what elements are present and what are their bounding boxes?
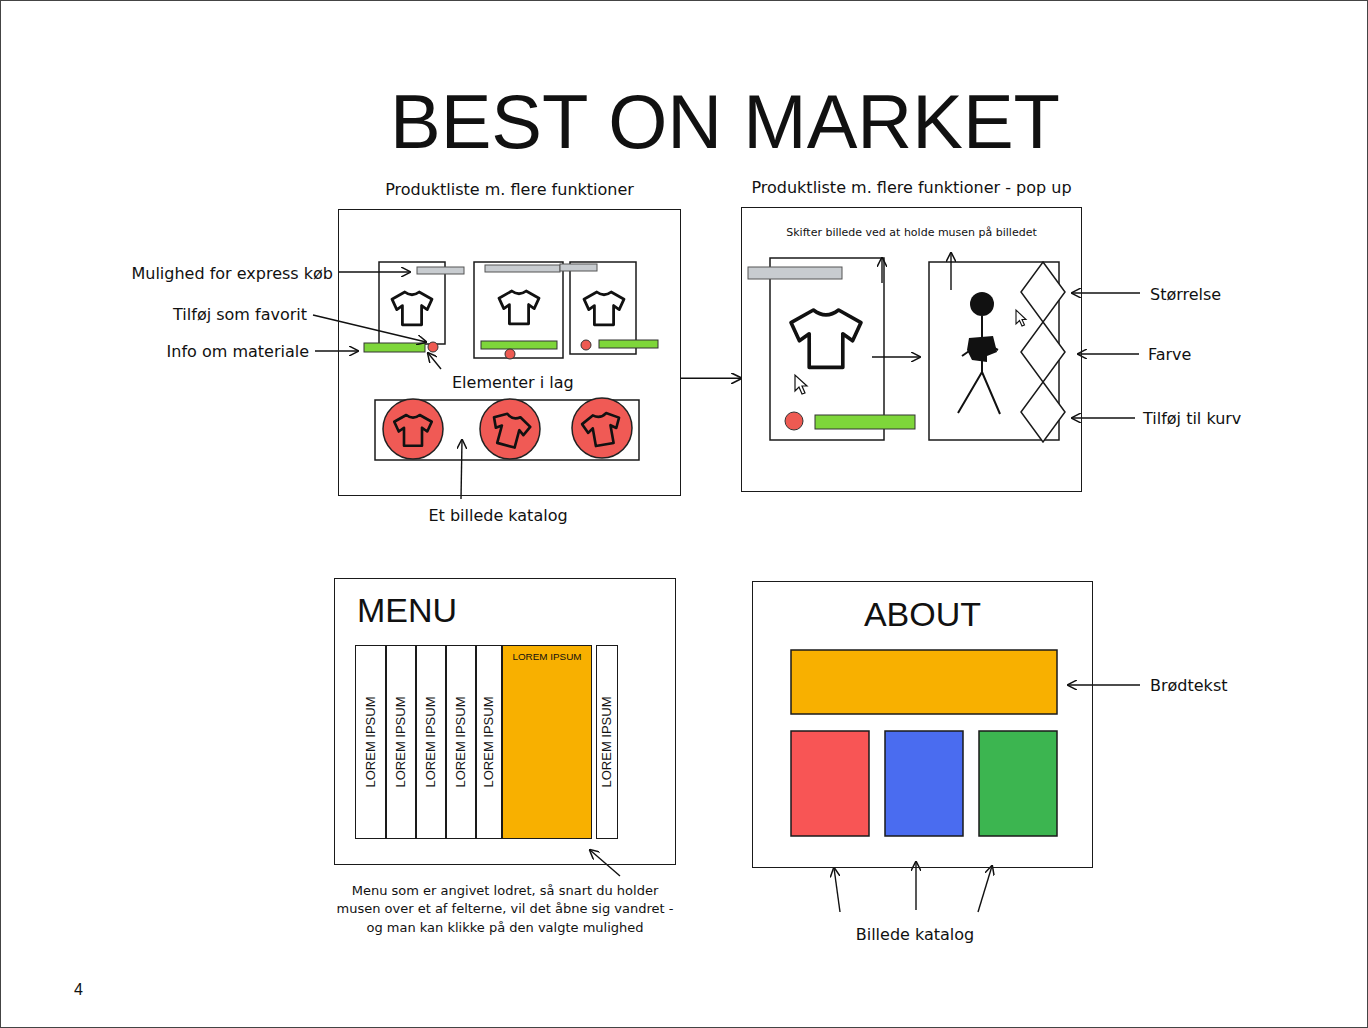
shirt-icon <box>584 292 624 325</box>
stick-figure <box>958 316 1000 414</box>
shirt-icon <box>488 411 532 450</box>
leader-line <box>1068 684 1140 685</box>
leader-line <box>428 353 441 369</box>
leader-line <box>915 862 916 910</box>
wireframe-panel: MENU LOREM IPSUM LOREM IPSUM LOREM IPSUM LOR… <box>334 578 676 865</box>
panel-note: Skifter billede ved at holde musen på bi… <box>786 226 1037 239</box>
option-diamond <box>1021 322 1065 382</box>
mouse-pointer <box>1016 310 1026 326</box>
menu-item: LOREM IPSUM <box>446 645 476 839</box>
shirt-icon <box>394 415 432 446</box>
material-bar <box>364 343 425 352</box>
menu-note: Menu som er angivet lodret, så snart du … <box>330 882 680 937</box>
menu-item: LOREM IPSUM <box>476 645 502 839</box>
wireframe-panel: Produktliste m. flere funktioner - pop u… <box>741 207 1082 492</box>
leader-line <box>1072 292 1140 293</box>
menu-item-label: LOREM IPSUM <box>394 696 408 787</box>
express-bar <box>485 265 560 272</box>
callout-label: Tilføj til kurv <box>1143 409 1241 428</box>
swap-arrow <box>872 356 920 357</box>
leader-line <box>950 253 951 290</box>
wireframe-panel: ABOUT <box>752 581 1093 868</box>
menu-item: LOREM IPSUM <box>386 645 416 839</box>
leader-line <box>315 350 358 351</box>
image-block <box>979 731 1057 836</box>
menu-item-label: LOREM IPSUM <box>600 696 614 787</box>
product-card <box>474 262 563 358</box>
leader-line <box>313 315 426 342</box>
page-number: 4 <box>74 981 83 999</box>
express-bar <box>560 264 597 271</box>
callout-label: Brødtekst <box>1150 676 1228 695</box>
flow-arrow <box>681 378 741 380</box>
callout-label: Info om materiale <box>167 342 309 361</box>
callout-label: Elementer i lag <box>452 373 574 392</box>
slide-title: BEST ON MARKET <box>390 78 1060 165</box>
leader-line <box>339 271 410 272</box>
express-bar <box>748 267 842 279</box>
material-bar <box>599 340 658 348</box>
menu-item-label: LOREM IPSUM <box>482 696 496 787</box>
favorite-dot <box>428 342 438 352</box>
shirt-icon <box>791 310 861 367</box>
body-text-block <box>791 650 1057 714</box>
catalog-circle <box>572 398 632 458</box>
product-card <box>770 258 884 440</box>
menu-item: LOREM IPSUM <box>416 645 446 839</box>
panel-heading: Produktliste m. flere funktioner <box>385 180 634 199</box>
menu-item-label: LOREM IPSUM <box>424 696 438 787</box>
page-heading: MENU <box>357 591 457 630</box>
menu-item-label: LOREM IPSUM <box>454 696 468 787</box>
callout-label: Et billede katalog <box>428 506 567 525</box>
catalog-circle <box>480 399 540 459</box>
favorite-dot <box>505 349 515 359</box>
option-diamond <box>1021 382 1065 442</box>
favorite-dot <box>581 340 591 350</box>
leader-line <box>978 866 992 912</box>
figure-shirt <box>967 336 997 362</box>
callout-label: Mulighed for express køb <box>131 264 333 283</box>
callout-label: Billede katalog <box>856 925 975 944</box>
menu-item: LOREM IPSUM <box>355 645 386 839</box>
shirt-icon <box>581 411 623 448</box>
callout-label: Størrelse <box>1150 285 1221 304</box>
shirt-icon <box>499 291 539 324</box>
leader-line <box>461 440 462 499</box>
menu-item-open: LOREM IPSUM <box>502 645 592 839</box>
mouse-pointer <box>795 375 807 394</box>
image-block <box>791 731 869 836</box>
leader-line <box>834 868 840 912</box>
material-bar <box>481 341 557 349</box>
shirt-icon <box>392 292 432 325</box>
leader-line <box>1078 353 1139 354</box>
wireframe-panel: Produktliste m. flere funktioner <box>338 209 681 496</box>
panel-heading: Produktliste m. flere funktioner - pop u… <box>751 178 1071 197</box>
favorite-dot <box>785 412 803 430</box>
menu-item-label: LOREM IPSUM <box>503 651 591 662</box>
menu-item: LOREM IPSUM <box>596 645 618 839</box>
express-bar <box>417 267 464 274</box>
option-diamond <box>1021 262 1065 322</box>
page-heading: ABOUT <box>864 595 981 634</box>
leader-line <box>881 258 882 283</box>
callout-label: Farve <box>1148 345 1191 364</box>
material-bar <box>815 415 915 429</box>
image-block <box>885 731 963 836</box>
catalog-circle <box>383 399 443 459</box>
figure-head <box>970 292 994 316</box>
leader-line <box>590 850 620 876</box>
menu-item-label: LOREM IPSUM <box>363 696 377 787</box>
callout-label: Tilføj som favorit <box>173 305 307 324</box>
